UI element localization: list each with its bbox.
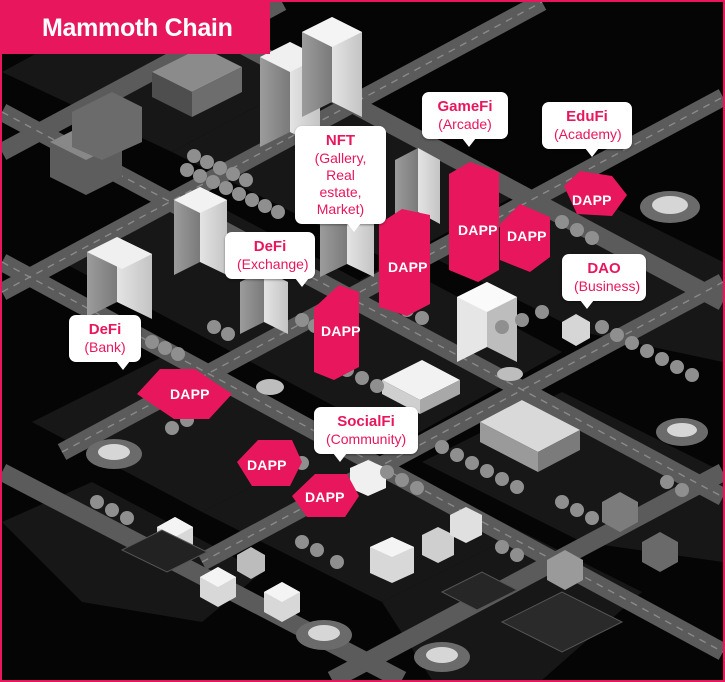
dapp-hex-gamefi: [449, 162, 499, 282]
callout-edufi: EduFi (Academy): [542, 102, 632, 149]
callout-defi-exchange: DeFi (Exchange): [225, 232, 315, 279]
roundabouts: [86, 191, 708, 672]
callout-defi-bank-name: DeFi: [88, 321, 122, 338]
callout-nft: NFT (Gallery, Real estate, Market): [295, 126, 386, 224]
callout-socialfi-name: SocialFi: [337, 413, 395, 430]
dapp-hex-socialfi-2: [292, 474, 359, 517]
callout-defi-bank: DeFi (Bank): [69, 315, 141, 362]
callout-defi-exchange-sub: (Exchange): [237, 256, 309, 272]
callout-edufi-sub: (Academy): [554, 126, 622, 142]
dapp-hex-buildings: [137, 162, 627, 517]
callout-socialfi-sub: (Community): [326, 431, 407, 447]
callout-defi-bank-sub: (Bank): [84, 339, 126, 355]
fields: [120, 529, 624, 653]
callout-gamefi: GameFi (Arcade): [422, 92, 508, 139]
callout-dao-name: DAO: [587, 260, 621, 277]
dapp-hex-defi-exchange: [314, 285, 359, 380]
callout-nft-name: NFT: [325, 132, 356, 149]
houses: [157, 314, 678, 622]
callout-socialfi: SocialFi (Community): [314, 407, 418, 454]
callout-edufi-name: EduFi: [566, 108, 608, 125]
dapp-hex-dao: [500, 204, 550, 272]
callout-defi-exchange-name: DeFi: [253, 238, 287, 255]
callout-dao-sub: (Business): [574, 278, 641, 294]
callout-gamefi-name: GameFi: [437, 98, 493, 115]
dapp-hex-nft: [379, 209, 430, 316]
dapp-hex-edufi: [564, 171, 627, 216]
dapp-hex-socialfi-1: [237, 440, 302, 486]
callout-nft-sub: (Gallery, Real estate, Market): [314, 150, 367, 217]
page-title: Mammoth Chain: [2, 2, 270, 54]
callout-gamefi-sub: (Arcade): [438, 116, 492, 132]
dapp-hex-defi-bank: [137, 369, 232, 419]
callout-dao: DAO (Business): [562, 254, 646, 301]
